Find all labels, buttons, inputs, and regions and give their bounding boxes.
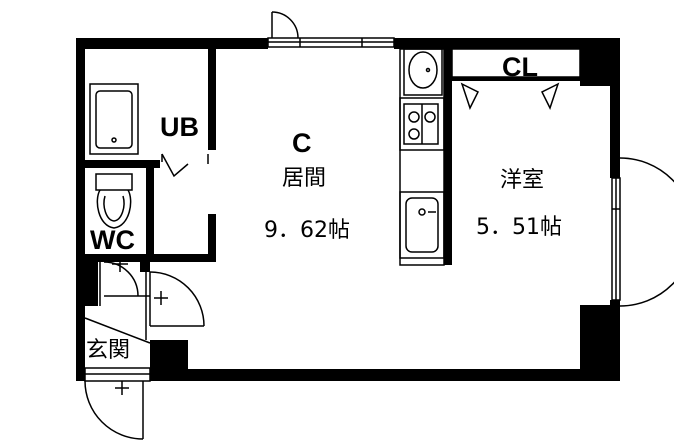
- toilet: [95, 173, 133, 229]
- entrance-area: [84, 262, 151, 344]
- kitchen-counter: [399, 48, 445, 266]
- front-door: [84, 367, 151, 440]
- western-room-size-label: 5．51帖: [476, 215, 562, 240]
- exterior-walls: [76, 38, 620, 381]
- unit-bath-label: UB: [160, 112, 199, 142]
- bathtub: [89, 83, 139, 155]
- closet-label: CL: [502, 52, 538, 82]
- top-window: [267, 37, 395, 48]
- western-room-name-label: 洋室: [500, 168, 545, 193]
- wc-door-swing: [103, 256, 150, 297]
- entrance-label: 玄関: [86, 338, 131, 363]
- interior-walls: [85, 49, 580, 265]
- living-name-label: 居間: [282, 166, 327, 191]
- room-door-swing: [149, 271, 205, 327]
- living-size-label: 9．62帖: [264, 218, 350, 243]
- kitchen-label: C: [292, 128, 312, 158]
- toilet-label: WC: [90, 225, 135, 255]
- ub-door: [161, 153, 209, 178]
- top-door-swing: [271, 11, 299, 39]
- closet-doors: [451, 48, 581, 110]
- right-window: [611, 157, 674, 307]
